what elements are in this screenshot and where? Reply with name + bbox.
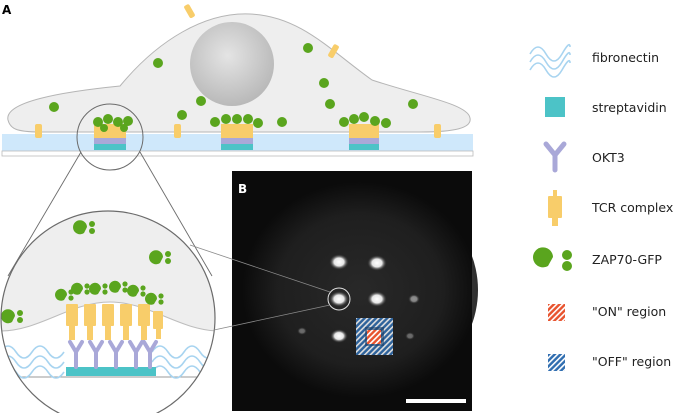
legend-label-off-region: "OFF" region [592,354,671,369]
fluorescence-image: B [232,171,478,411]
image-connector-bottom [213,304,331,331]
synapse-cluster-1 [93,114,133,150]
zoom-source-circle [76,103,144,171]
zoom-connector-right [139,151,213,277]
legend-label-on-region: "ON" region [592,304,666,319]
legend: fibronectin streptavidin OKT3 TCR comple… [529,43,673,371]
legend-item-on-region: "ON" region [548,304,666,321]
okt3-antibody-icon [543,141,567,173]
cell-nucleus [190,22,274,106]
zoom-frame-circle [0,210,216,413]
zoom-detail [1,211,215,413]
synapse-cluster-3 [339,112,391,150]
legend-label-tcr: TCR complex [591,200,673,215]
off-region-icon [548,354,565,371]
okt3-antibodies [68,340,158,369]
legend-item-tcr: TCR complex [548,190,673,226]
legend-item-zap70: ZAP70-GFP [533,247,662,271]
image-connector-top [189,244,331,293]
zap70-cytosolic [49,43,418,127]
on-region-box [367,330,381,344]
on-region-icon [548,304,565,321]
legend-item-off-region: "OFF" region [548,354,671,371]
legend-label-zap70: ZAP70-GFP [592,252,662,267]
streptavidin-icon [545,97,565,117]
zap70-gfp-molecules [1,220,171,324]
tcr-free [35,4,441,138]
streptavidin-layer [66,367,156,376]
fluorescent-spots [297,254,420,343]
zoom-connector-left [7,151,82,277]
tcr-complexes-zoom [66,304,163,340]
fibronectin-icon [529,43,571,78]
zap70-gfp-icon [533,247,572,271]
panel-b-label: B [238,182,247,196]
panel-a-label: A [2,3,12,17]
legend-item-streptavidin: streptavidin [545,97,667,117]
tcr-complex-icon [548,190,562,226]
legend-label-fibronectin: fibronectin [592,50,659,65]
scale-bar [406,399,466,403]
legend-label-okt3: OKT3 [592,150,625,165]
synapse-cluster-2 [210,114,263,150]
spot-highlight-circle [327,287,351,311]
legend-item-fibronectin: fibronectin [529,43,659,78]
legend-item-okt3: OKT3 [543,141,625,173]
legend-label-streptavidin: streptavidin [592,100,667,115]
